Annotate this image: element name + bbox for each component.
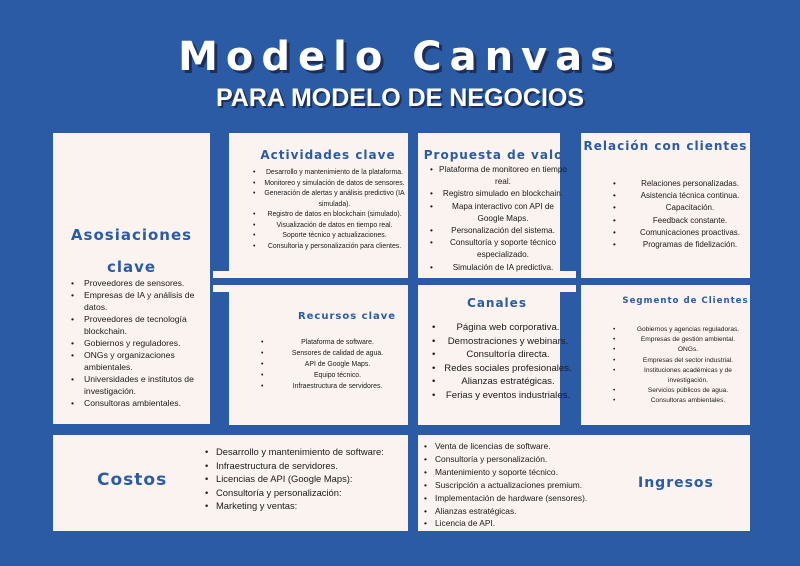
list-item: ONGs.: [613, 345, 747, 355]
list-item: Gobiernos y reguladores.: [63, 337, 208, 349]
list-item: Licencias de API (Google Maps):: [203, 472, 408, 486]
list-item: Proveedores de sensores.: [63, 277, 208, 289]
list-item: Plataforma de software.: [261, 337, 406, 348]
customer-segments-box: Segmento de Clientes Gobiernos y agencia…: [581, 285, 750, 425]
list-item: Consultoras ambientales.: [613, 396, 747, 406]
list-item: Redes sociales profesionales.: [430, 362, 576, 376]
list-item: Suscripción a actualizaciones premium.: [422, 479, 637, 492]
list-item: Ferias y eventos industriales.: [430, 389, 576, 403]
list-item: Registro de datos en blockchain (simulad…: [253, 210, 408, 221]
list-item: Consultoría y personalización:: [203, 486, 408, 500]
list-item: Demostraciones y webinars.: [430, 335, 576, 349]
list-item: Alianzas estratégicas.: [430, 375, 576, 389]
revenue-box: Ingresos Venta de licencias de software.…: [418, 435, 750, 531]
list-item: Empresas de IA y análisis de datos.: [63, 289, 208, 313]
list-item: Marketing y ventas:: [203, 499, 408, 513]
list-item: Simulación de IA predictiva.: [428, 262, 568, 274]
list-item: Equipo técnico.: [261, 370, 406, 381]
list-item: Alianzas estratégicas.: [422, 505, 637, 518]
customer-relationships-heading: Relación con clientes: [583, 139, 748, 153]
list-item: Mapa interactivo con API de Google Maps.: [428, 201, 568, 225]
page-title: Modelo Canvas: [178, 34, 622, 80]
list-item: Personalización del sistema.: [428, 225, 568, 237]
revenue-heading: Ingresos: [638, 475, 714, 491]
list-item: Consultoras ambientales.: [63, 397, 208, 409]
box-notch: [213, 292, 229, 425]
list-item: Desarrollo y mantenimiento de la platafo…: [253, 168, 408, 179]
list-item: Empresas de gestión ambiental.: [613, 335, 747, 345]
list-item: Comunicaciones proactivas.: [613, 227, 747, 239]
key-partners-heading: Asosiaciones clave: [70, 226, 193, 276]
revenue-list: Venta de licencias de software. Consulto…: [422, 440, 637, 530]
value-proposition-heading: Propuesta de valor: [423, 148, 571, 162]
key-activities-list: Desarrollo y mantenimiento de la platafo…: [253, 168, 408, 252]
value-proposition-box: Propuesta de valor Plataforma de monitor…: [418, 133, 576, 278]
key-partners-box: Asosiaciones clave Proveedores de sensor…: [53, 133, 210, 424]
channels-box: Canales Página web corporativa. Demostra…: [418, 285, 576, 425]
list-item: Plataforma de monitoreo en tiempo real.: [428, 164, 568, 188]
list-item: Venta de licencias de software.: [422, 440, 637, 453]
list-item: Programas de fidelización.: [613, 239, 747, 251]
costs-list: Desarrollo y mantenimiento de software: …: [203, 445, 408, 513]
list-item: Consultoría y personalización para clien…: [253, 242, 408, 253]
list-item: Relaciones personalizadas.: [613, 178, 747, 190]
list-item: Instituciones académicas y de investigac…: [613, 366, 747, 386]
channels-list: Página web corporativa. Demostraciones y…: [430, 321, 576, 403]
list-item: Monitoreo y simulación de datos de senso…: [253, 179, 408, 190]
key-resources-list: Plataforma de software. Sensores de cali…: [261, 337, 406, 392]
customer-relationships-list: Relaciones personalizadas. Asistencia té…: [613, 178, 747, 251]
key-resources-heading: Recursos clave: [297, 311, 397, 322]
list-item: ONGs y organizaciones ambientales.: [63, 349, 208, 373]
key-resources-box: Recursos clave Plataforma de software. S…: [213, 285, 408, 425]
list-item: Asistencia técnica continua.: [613, 190, 747, 202]
list-item: Sensores de calidad de agua.: [261, 348, 406, 359]
list-item: Feedback constante.: [613, 215, 747, 227]
list-item: Implementación de hardware (sensores).: [422, 492, 637, 505]
list-item: Visualización de datos en tiempo real.: [253, 221, 408, 232]
list-item: Desarrollo y mantenimiento de software:: [203, 445, 408, 459]
value-proposition-list: Plataforma de monitoreo en tiempo real. …: [428, 164, 568, 274]
list-item: Consultoría directa.: [430, 348, 576, 362]
key-activities-box: Actividades clave Desarrollo y mantenimi…: [213, 133, 408, 278]
list-item: Página web corporativa.: [430, 321, 576, 335]
list-item: Universidades e institutos de investigac…: [63, 373, 208, 397]
list-item: Soporte técnico y actualizaciones.: [253, 231, 408, 242]
costs-box: Costos Desarrollo y mantenimiento de sof…: [53, 435, 408, 531]
list-item: Registro simulado en blockchain.: [428, 188, 568, 200]
list-item: Infraestructura de servidores.: [261, 381, 406, 392]
list-item: Licencia de API.: [422, 517, 637, 530]
list-item: Proveedores de tecnología blockchain.: [63, 313, 208, 337]
list-item: Mantenimiento y soporte técnico.: [422, 466, 637, 479]
key-partners-list: Proveedores de sensores. Empresas de IA …: [63, 277, 208, 409]
customer-segments-heading: Segmento de Clientes: [622, 296, 749, 306]
list-item: Gobiernos y agencias reguladoras.: [613, 325, 747, 335]
costs-heading: Costos: [97, 470, 168, 490]
key-activities-heading: Actividades clave: [260, 148, 396, 162]
list-item: Servicios públicos de agua.: [613, 386, 747, 396]
box-notch: [213, 133, 229, 271]
channels-heading: Canales: [467, 296, 527, 310]
list-item: Infraestructura de servidores.: [203, 459, 408, 473]
list-item: Empresas del sector industrial.: [613, 356, 747, 366]
list-item: Capacitación.: [613, 202, 747, 214]
list-item: Consultoría y personalización.: [422, 453, 637, 466]
customer-segments-list: Gobiernos y agencias reguladoras. Empres…: [613, 325, 747, 407]
customer-relationships-box: Relación con clientes Relaciones persona…: [581, 133, 750, 278]
list-item: Generación de alertas y análisis predict…: [253, 189, 408, 210]
list-item: Consultoría y soporte técnico especializ…: [428, 237, 568, 261]
page-subtitle: PARA MODELO DE NEGOCIOS: [215, 84, 585, 112]
list-item: API de Google Maps.: [261, 359, 406, 370]
